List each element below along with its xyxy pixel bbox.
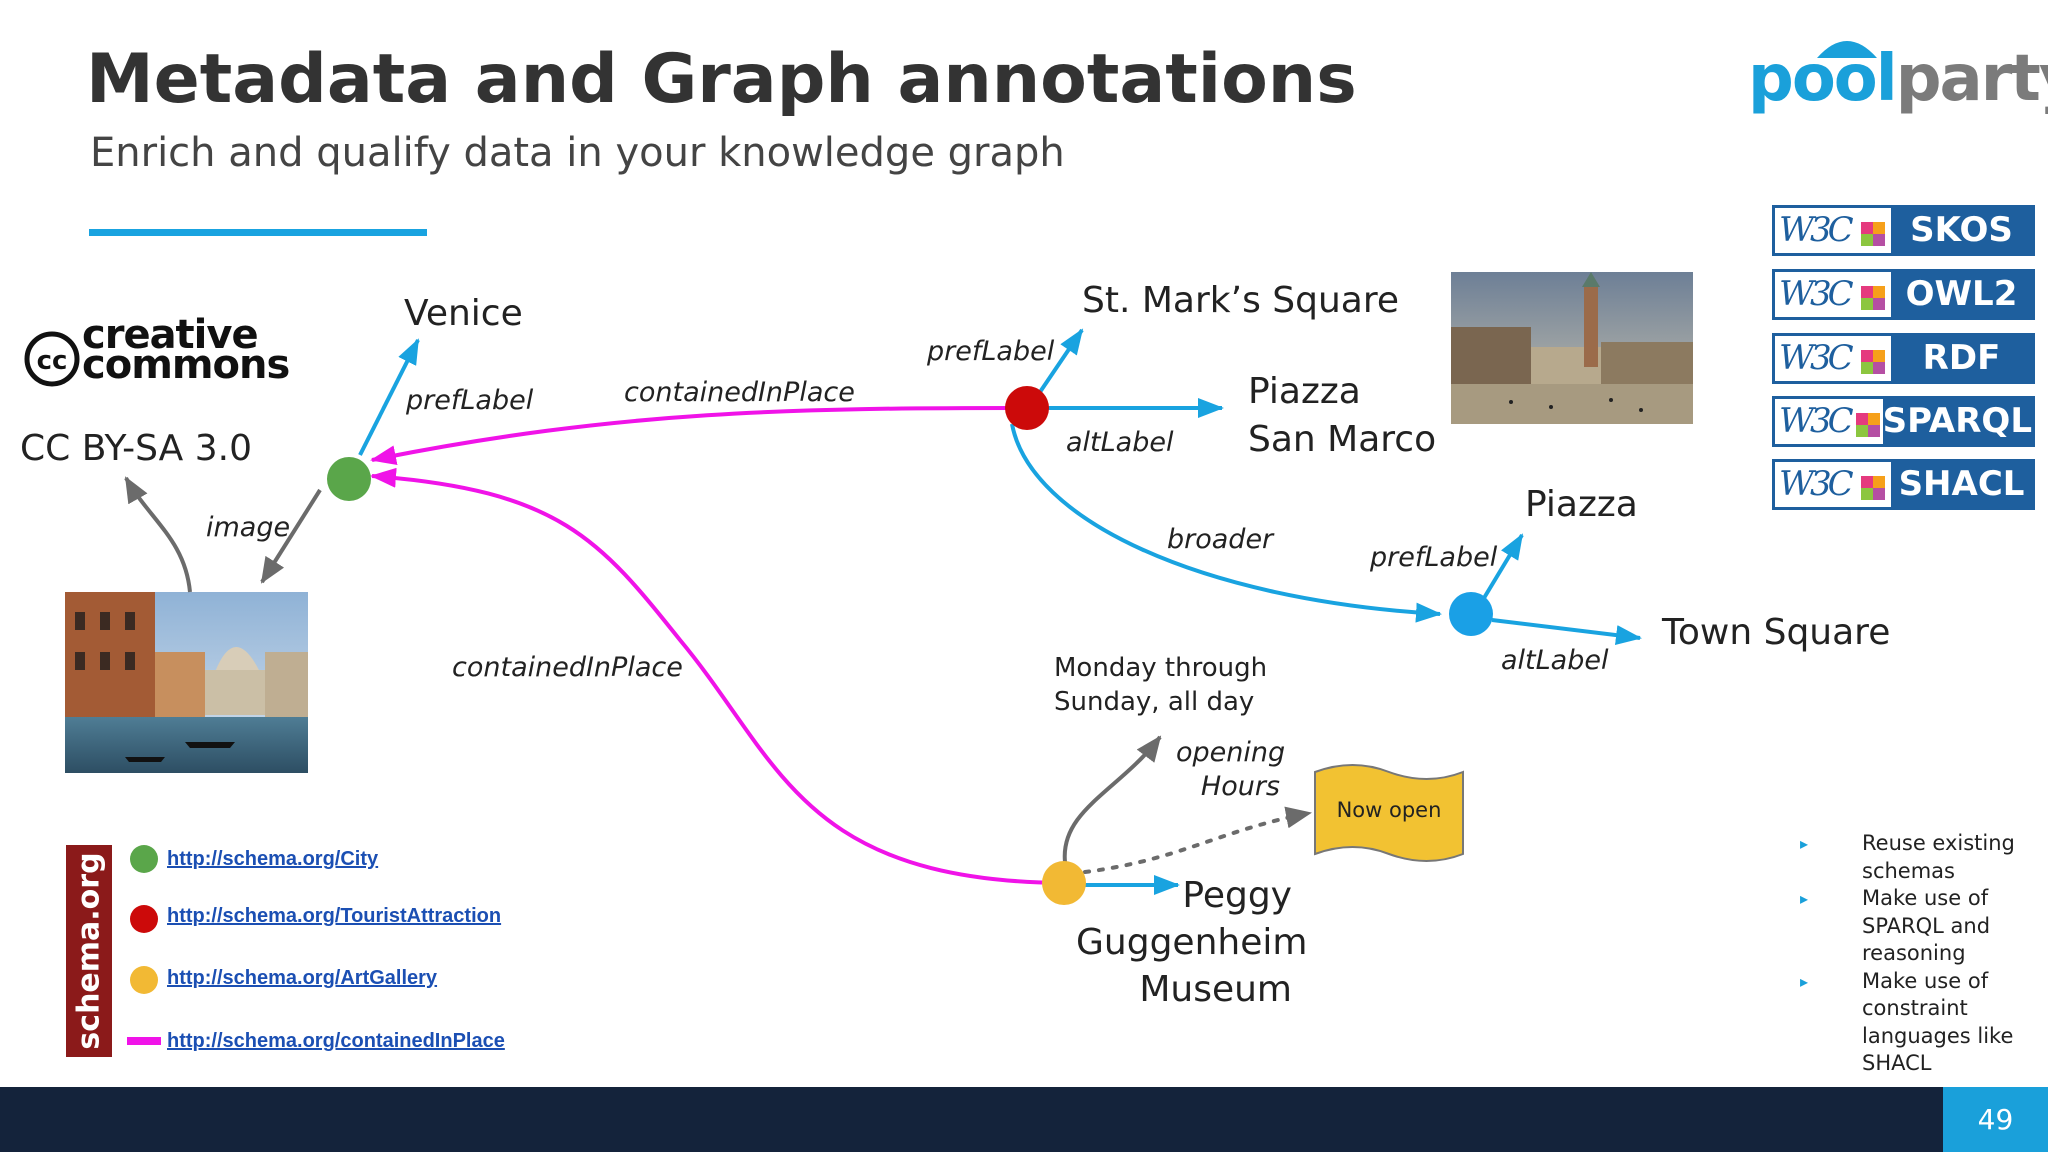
w3c-badge-shacl: W3C SHACL [1772, 459, 2035, 510]
schema-org-label: schema.org [71, 852, 107, 1050]
label-hours-line1: Monday through [1054, 653, 1268, 683]
edge-license-arrow [124, 476, 192, 593]
label-opening-value: Monday through Sunday, all day [1054, 651, 1267, 719]
w3c-cube-icon [1855, 272, 1891, 317]
label-piazza: Piazza [1525, 484, 1638, 525]
bullet-item: Reuse existing schemas [1800, 830, 2048, 885]
edge-contained-top [370, 406, 1026, 466]
st-marks-square-painting [1451, 272, 1693, 424]
edge-stmark-preflabel [1038, 328, 1084, 394]
footer-bar [0, 1087, 2048, 1152]
w3c-text: W3C [1779, 338, 1854, 378]
edge-piazza-altlabel [1491, 618, 1642, 646]
w3c-text: W3C [1779, 401, 1854, 441]
edge-label-broader: broader [1167, 524, 1274, 555]
legend-contained-marker [127, 1037, 161, 1045]
edge-opening-hours [1062, 735, 1162, 863]
cc-circle-icon: cc [24, 331, 80, 387]
legend-link-art-gallery[interactable]: http://schema.org/ArtGallery [167, 967, 438, 989]
edge-label-stmark-altlabel: altLabel [1066, 427, 1174, 458]
piazza-node [1449, 592, 1493, 636]
standard-name: SPARQL [1882, 399, 2032, 444]
w3c-cube-icon [1855, 462, 1891, 507]
w3c-badge-skos: W3C SKOS [1772, 205, 2035, 256]
logo-part-party: party [1895, 42, 2048, 116]
w3c-badge-sparql: W3C SPARQL [1772, 396, 2035, 447]
edge-broader [1010, 423, 1442, 623]
edge-label-contained-bottom: containedInPlace [452, 652, 683, 683]
legend-link-city[interactable]: http://schema.org/City [167, 848, 379, 870]
standard-name: RDF [1891, 336, 2032, 381]
edge-label-opening-line1: opening [1176, 737, 1286, 768]
license-label: CC BY-SA 3.0 [20, 428, 252, 469]
st-marks-node [1005, 386, 1049, 430]
label-peggy-line1: Peggy [1182, 875, 1292, 916]
bullet-item: Make use of SPARQL and reasoning [1800, 885, 2048, 968]
label-hours-line2: Sunday, all day [1054, 687, 1255, 717]
standard-name: SKOS [1891, 208, 2032, 253]
edge-venice-preflabel [358, 338, 420, 456]
label-peggy-guggenheim: Peggy Guggenheim Museum [1076, 872, 1308, 1013]
now-open-text: Now open [1336, 798, 1442, 822]
w3c-text: W3C [1779, 210, 1854, 250]
page-number: 49 [1943, 1087, 2048, 1152]
w3c-cube-icon [1855, 336, 1891, 381]
cc-mark: cc [37, 346, 68, 376]
page-title: Metadata and Graph annotations [86, 40, 1357, 119]
w3c-cube-icon [1855, 208, 1891, 253]
cc-line1: creative [82, 312, 259, 358]
w3c-badge-rdf: W3C RDF [1772, 333, 2035, 384]
edge-label-contained-top: containedInPlace [624, 377, 855, 408]
edge-label-piazza-preflabel: prefLabel [1370, 542, 1498, 573]
label-peggy-line3: Museum [1139, 969, 1292, 1010]
schema-org-bar: schema.org [66, 845, 112, 1057]
w3c-text: W3C [1779, 464, 1854, 504]
edge-now-open-dotted [1083, 806, 1312, 874]
edge-label-piazza-altlabel: altLabel [1501, 645, 1609, 676]
w3c-badge-owl2: W3C OWL2 [1772, 269, 2035, 320]
label-town-square: Town Square [1662, 612, 1891, 653]
st-marks-painting-image [1451, 272, 1693, 424]
cc-line2: commons [82, 342, 290, 388]
label-st-marks: St. Mark’s Square [1082, 280, 1400, 321]
edge-image [260, 488, 322, 584]
edge-label-image: image [206, 512, 291, 543]
w3c-text: W3C [1779, 274, 1854, 314]
label-piazza-san-marco-line1: Piazza [1248, 371, 1361, 412]
peggy-node [1042, 861, 1086, 905]
venice-node [327, 457, 371, 501]
flag-shape [1314, 764, 1464, 862]
legend-link-contained-in-place[interactable]: http://schema.org/containedInPlace [167, 1030, 505, 1052]
legend-city-marker [130, 845, 158, 873]
poolparty-umbrella-icon [1817, 41, 1877, 58]
edge-label-opening-hours: opening Hours [1176, 736, 1286, 804]
legend-markers [127, 845, 161, 1045]
standard-name: SHACL [1891, 462, 2032, 507]
label-piazza-san-marco-line2: San Marco [1248, 419, 1437, 460]
title-underline [89, 229, 427, 236]
legend-gallery-marker [130, 966, 158, 994]
label-venice: Venice [404, 293, 523, 334]
venice-canal-image [65, 592, 308, 773]
venice-photo [65, 592, 308, 773]
now-open-flag: Now open [1313, 762, 1465, 870]
legend-link-tourist-attraction[interactable]: http://schema.org/TouristAttraction [167, 905, 502, 927]
bullet-item: Make use of constraint languages like SH… [1800, 968, 2048, 1078]
w3c-cube-icon [1850, 399, 1883, 444]
edge-label-stmark-preflabel: prefLabel [927, 336, 1055, 367]
bullet-list: Reuse existing schemas Make use of SPARQ… [1800, 830, 2048, 1078]
legend-attraction-marker [130, 905, 158, 933]
edge-contained-bottom [370, 467, 1063, 885]
standard-name: OWL2 [1891, 272, 2032, 317]
edge-label-venice-preflabel: prefLabel [406, 385, 534, 416]
label-piazza-san-marco: Piazza San Marco [1248, 368, 1436, 464]
edge-piazza-preflabel [1482, 533, 1524, 600]
edge-label-opening-line2: Hours [1200, 771, 1280, 802]
label-peggy-line2: Guggenheim [1076, 922, 1308, 963]
page-subtitle: Enrich and qualify data in your knowledg… [90, 130, 1065, 176]
